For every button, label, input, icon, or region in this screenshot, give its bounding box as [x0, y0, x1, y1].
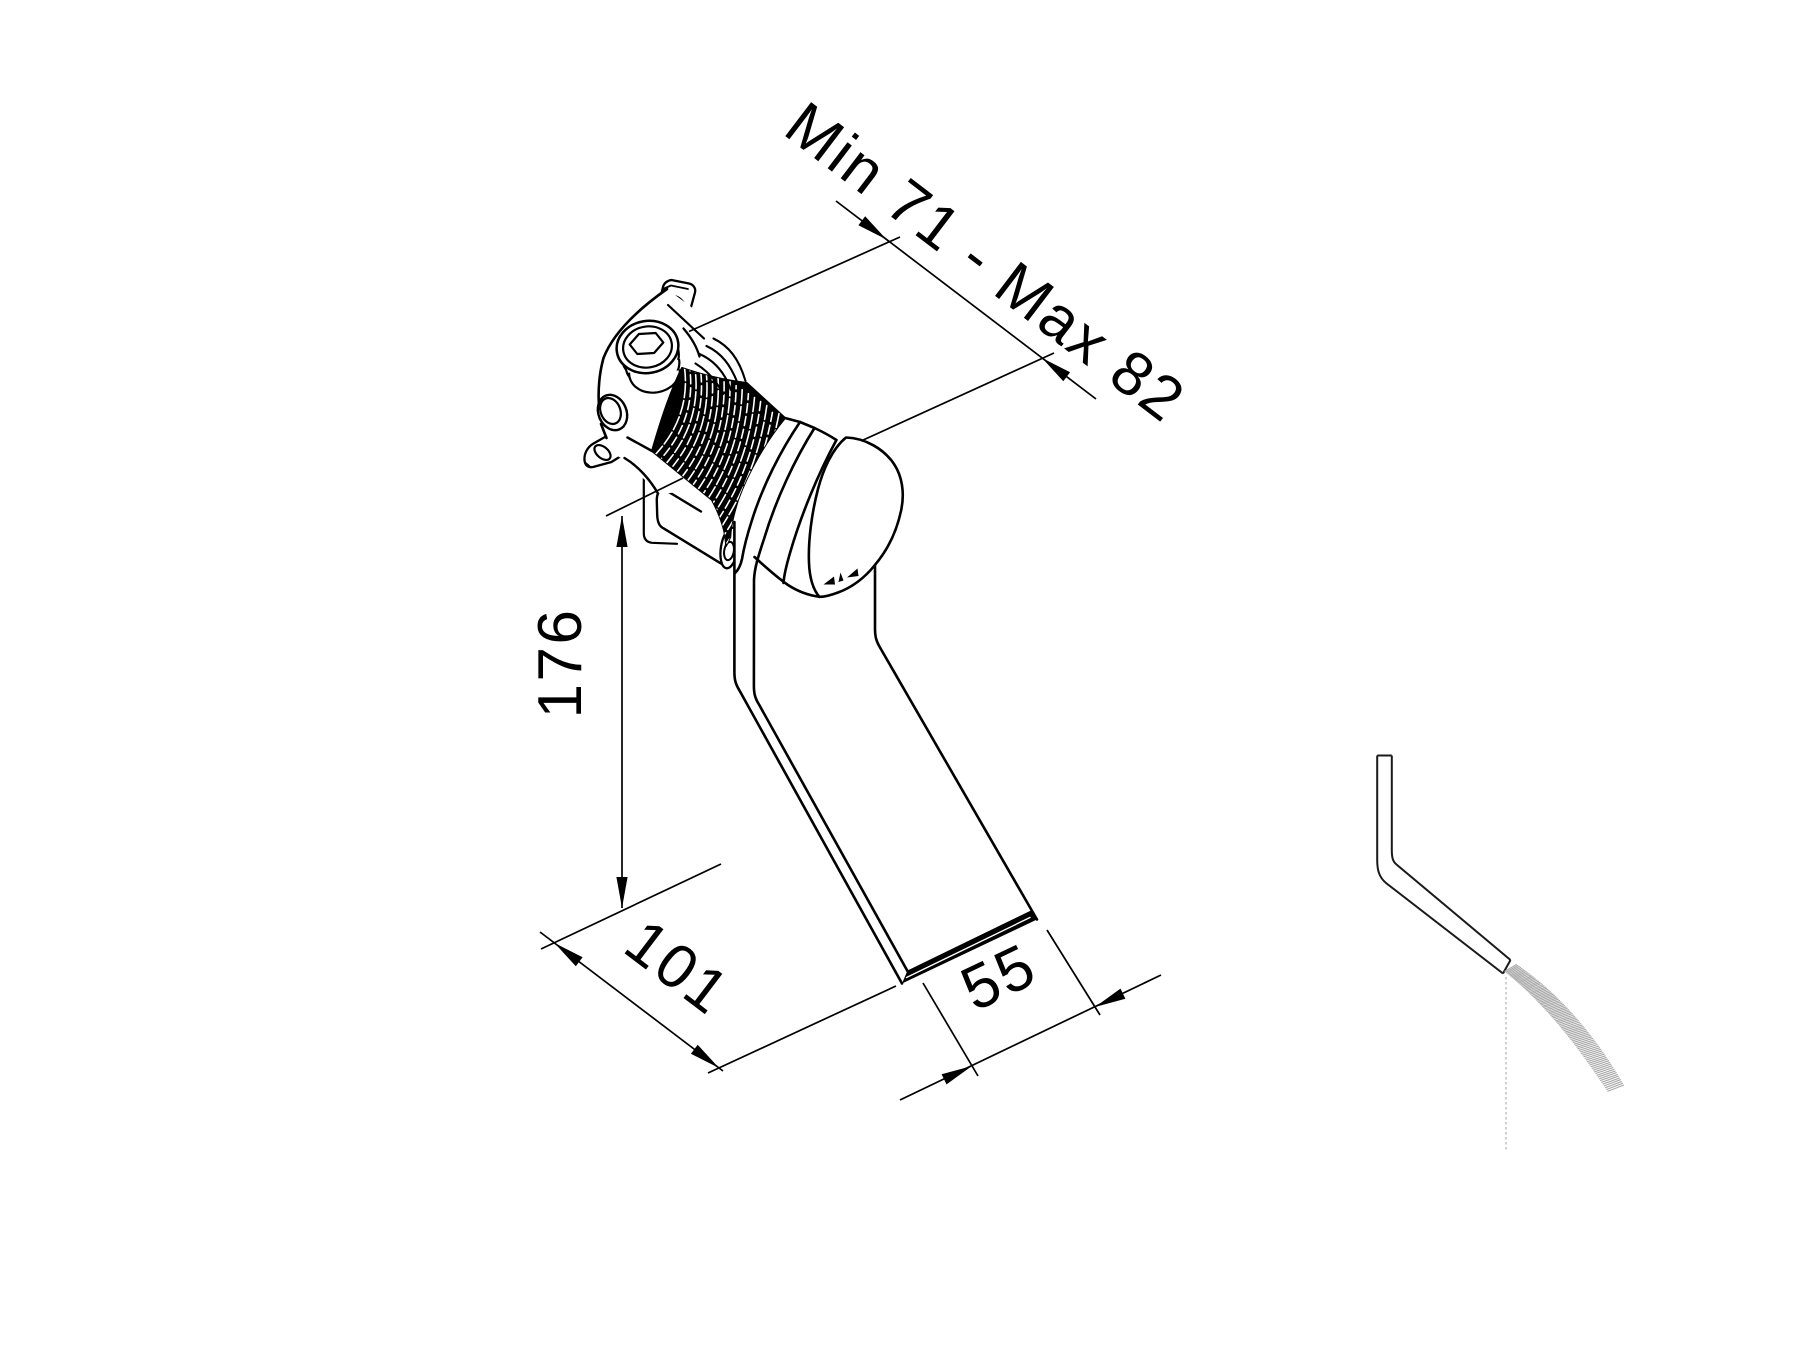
dim-label-height: 176 — [526, 608, 595, 719]
spout — [733, 520, 1039, 985]
hex-plug — [615, 319, 681, 394]
temperature-indicator-icon — [823, 568, 859, 585]
profile-spout-outline — [1376, 754, 1512, 975]
side-port — [596, 393, 629, 432]
mounting-plate — [642, 438, 679, 545]
thread-collar — [694, 337, 747, 396]
main-view — [583, 278, 1039, 985]
dimension-height: 176 — [526, 477, 722, 950]
water-stream — [1504, 963, 1625, 1092]
profile-view — [1376, 754, 1625, 1152]
cap-dome — [733, 416, 910, 974]
threaded-barrel — [651, 367, 786, 547]
spout-outlet — [902, 910, 1037, 984]
